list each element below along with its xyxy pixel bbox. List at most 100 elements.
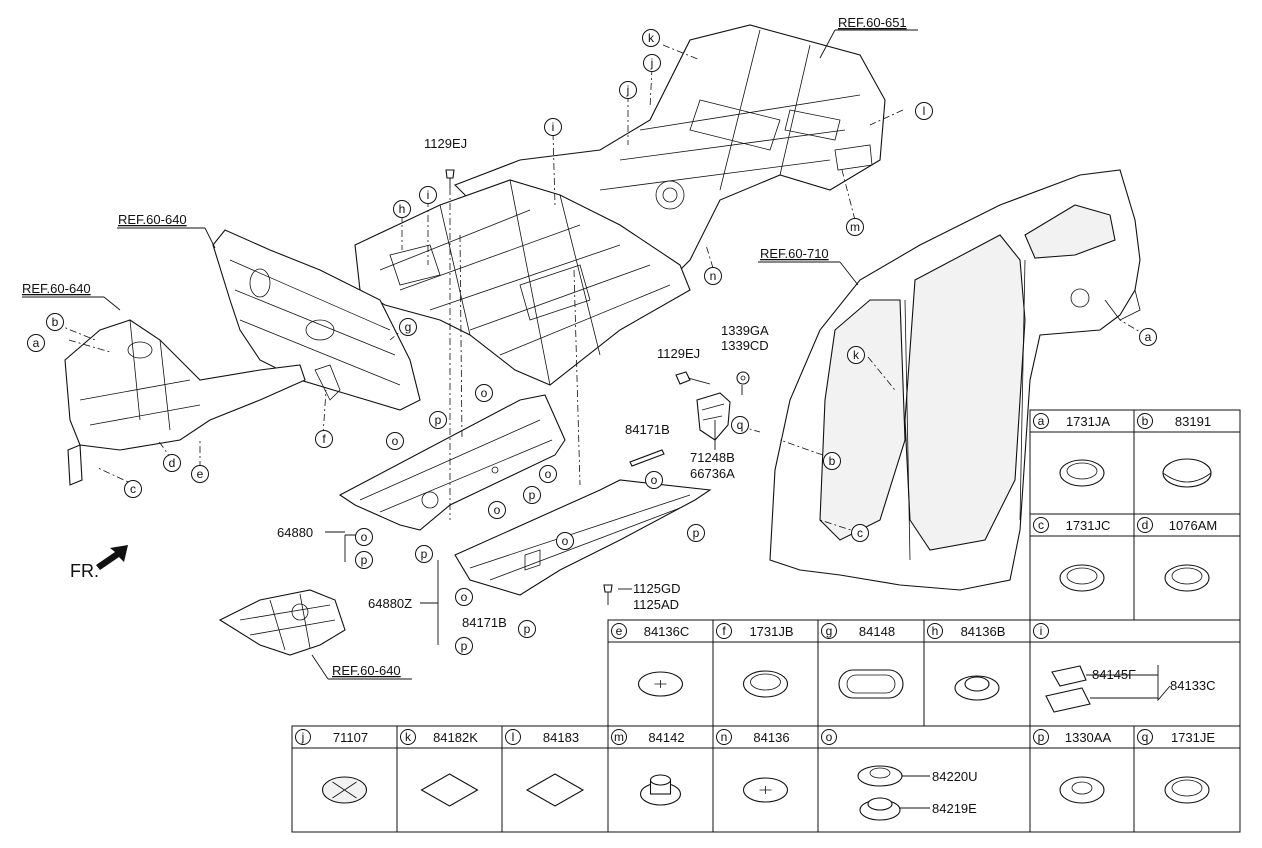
legend-letter-g: g	[821, 623, 837, 639]
callout-h: h	[393, 200, 411, 218]
callout-k-right: k	[847, 346, 865, 364]
legend-part-j: 71107	[333, 730, 368, 745]
legend-letter-o: o	[821, 729, 837, 745]
callout-f: f	[315, 430, 333, 448]
callout-i-mid: i	[419, 186, 437, 204]
callout-p-84171b: p	[455, 637, 473, 655]
callout-a-left: a	[27, 334, 45, 352]
svg-text:o: o	[826, 730, 833, 744]
svg-text:p: p	[421, 547, 428, 561]
callout-o-4: o	[488, 501, 506, 519]
svg-text:d: d	[169, 456, 176, 470]
legend-letter-q: q	[1137, 729, 1153, 745]
pn-1129ej-mid: 1129EJ	[657, 346, 700, 361]
callout-c-left: c	[124, 480, 142, 498]
center-floor-panel	[354, 179, 691, 386]
legend-part-e: 84136C	[644, 624, 690, 639]
svg-text:p: p	[361, 553, 368, 567]
heat-protector	[218, 589, 346, 656]
callout-p-3: p	[687, 524, 705, 542]
svg-text:f: f	[722, 624, 726, 638]
front-side-member	[64, 319, 306, 486]
callout-o-64880: o	[355, 528, 373, 546]
svg-text:b: b	[829, 454, 836, 468]
svg-text:b: b	[1142, 414, 1149, 428]
callout-g: g	[399, 318, 417, 336]
legend-icon-p	[1059, 776, 1105, 804]
svg-text:h: h	[932, 624, 939, 638]
legend-part-m: 84142	[648, 730, 684, 745]
pn-64880: 64880	[277, 525, 313, 540]
svg-text:j: j	[626, 83, 630, 97]
svg-text:o: o	[461, 590, 468, 604]
callout-p-4: p	[415, 545, 433, 563]
svg-text:g: g	[826, 624, 833, 638]
svg-text:a: a	[33, 336, 40, 350]
legend-icon-a	[1059, 459, 1105, 487]
svg-text:n: n	[710, 269, 717, 283]
callout-o-2: o	[386, 432, 404, 450]
legend-cell-l: l 84183	[501, 725, 609, 833]
legend-part-a: 1731JA	[1066, 414, 1110, 429]
svg-text:o: o	[651, 473, 658, 487]
svg-text:p: p	[435, 413, 442, 427]
legend-letter-l: l	[505, 729, 521, 745]
ref-60-640-top: REF.60-640	[118, 212, 187, 227]
callout-o-64880z: o	[455, 588, 473, 606]
callout-o-6: o	[556, 532, 574, 550]
callout-p-2: p	[523, 486, 541, 504]
legend-i-outer: 84133C	[1170, 678, 1216, 693]
pn-1339ga: 1339GA	[721, 323, 769, 338]
legend-cell-d: d 1076AM	[1133, 513, 1241, 621]
ref-60-640-left: REF.60-640	[22, 281, 91, 296]
legend-letter-h: h	[927, 623, 943, 639]
fr-label: FR.	[70, 561, 99, 581]
svg-text:i: i	[552, 120, 555, 134]
callout-b-right: b	[823, 452, 841, 470]
callout-p-1: p	[429, 411, 447, 429]
legend-part-l: 84183	[543, 730, 579, 745]
legend-icon-j	[321, 776, 368, 804]
bolt-1129ej-top	[445, 169, 455, 188]
svg-text:h: h	[399, 202, 406, 216]
svg-text:g: g	[405, 320, 412, 334]
leader-lines	[55, 44, 1148, 534]
svg-text:m: m	[850, 220, 860, 234]
callout-j-top: j	[643, 54, 661, 72]
svg-text:p: p	[529, 488, 536, 502]
legend-letter-f: f	[716, 623, 732, 639]
bolt-1125gd	[603, 584, 613, 605]
svg-text:o: o	[562, 534, 569, 548]
svg-text:q: q	[1142, 730, 1149, 744]
pn-71248b: 71248B	[690, 450, 735, 465]
pn-1129ej-top: 1129EJ	[424, 136, 467, 151]
legend-icon-q	[1164, 776, 1210, 804]
legend-part-d: 1076AM	[1169, 518, 1217, 533]
pn-84171b-bottom: 84171B	[462, 615, 507, 630]
svg-text:o: o	[545, 467, 552, 481]
legend-letter-d: d	[1137, 517, 1153, 533]
legend-icon-k	[420, 773, 479, 807]
pn-66736a: 66736A	[690, 466, 735, 481]
pn-1125ad: 1125AD	[633, 597, 679, 612]
bracket-71248b	[696, 392, 731, 441]
callout-o-3: o	[539, 465, 557, 483]
callout-p-64880: p	[355, 551, 373, 569]
ref-60-640-bottom: REF.60-640	[332, 663, 401, 678]
svg-text:p: p	[1038, 730, 1045, 744]
legend-part-q: 1731JE	[1171, 730, 1215, 745]
legend-icon-b	[1162, 458, 1212, 488]
svg-text:p: p	[524, 622, 531, 636]
legend-part-b: 83191	[1175, 414, 1211, 429]
callout-d: d	[163, 454, 181, 472]
callout-j-mid: j	[619, 81, 637, 99]
front-direction-arrow: FR.	[70, 545, 128, 581]
ref-60-710: REF.60-710	[760, 246, 829, 261]
svg-text:j: j	[301, 730, 305, 744]
